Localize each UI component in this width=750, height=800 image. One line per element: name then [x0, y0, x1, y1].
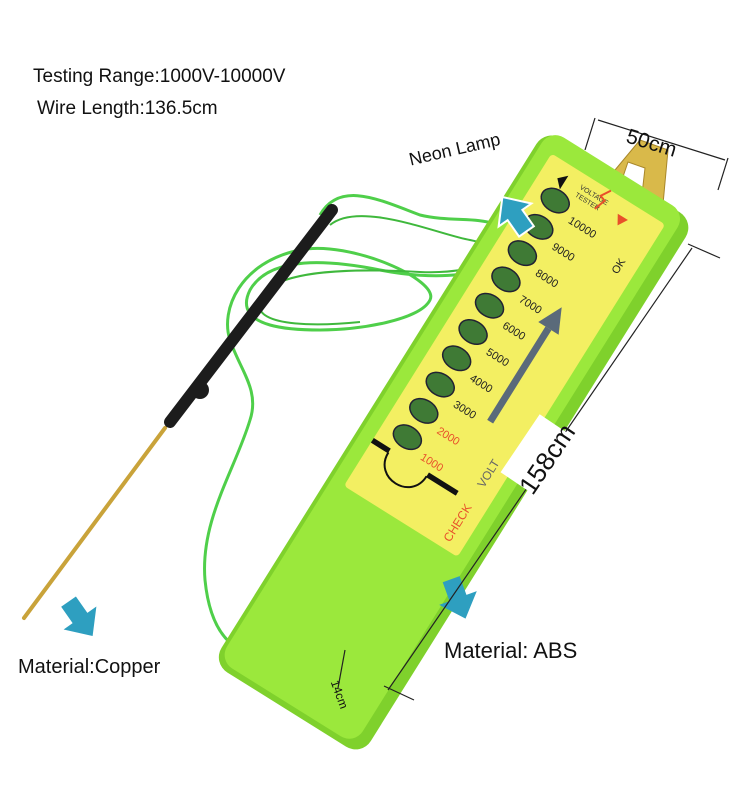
copper-arrow-icon [61, 596, 97, 637]
up-arrow-icon [538, 307, 562, 335]
label-panel [345, 155, 664, 556]
probe-tip [22, 426, 167, 620]
abs-arrow-icon [439, 576, 477, 619]
lightning-icon [594, 189, 612, 210]
tester-body: VOLTAGE TESTER 1000090008000700060005000… [218, 135, 689, 750]
neon-lamp [441, 345, 472, 372]
testing-range-text: Testing Range:1000V-10000V [33, 66, 286, 87]
copper-material-callout: Material:Copper [18, 656, 161, 678]
neon-lamp [491, 266, 521, 293]
abs-material-callout: Material: ABS [444, 638, 578, 663]
neon-lamp-arrow-icon [497, 195, 536, 238]
neon-lamp [507, 240, 538, 267]
neon-lamp [540, 187, 570, 214]
wire-length-text: Wire Length:136.5cm [37, 98, 218, 119]
neon-lamp [392, 424, 423, 451]
neon-lamp [425, 371, 455, 398]
neon-lamp [458, 318, 488, 346]
neon-lamp [474, 292, 505, 319]
neon-lamp [409, 397, 439, 424]
